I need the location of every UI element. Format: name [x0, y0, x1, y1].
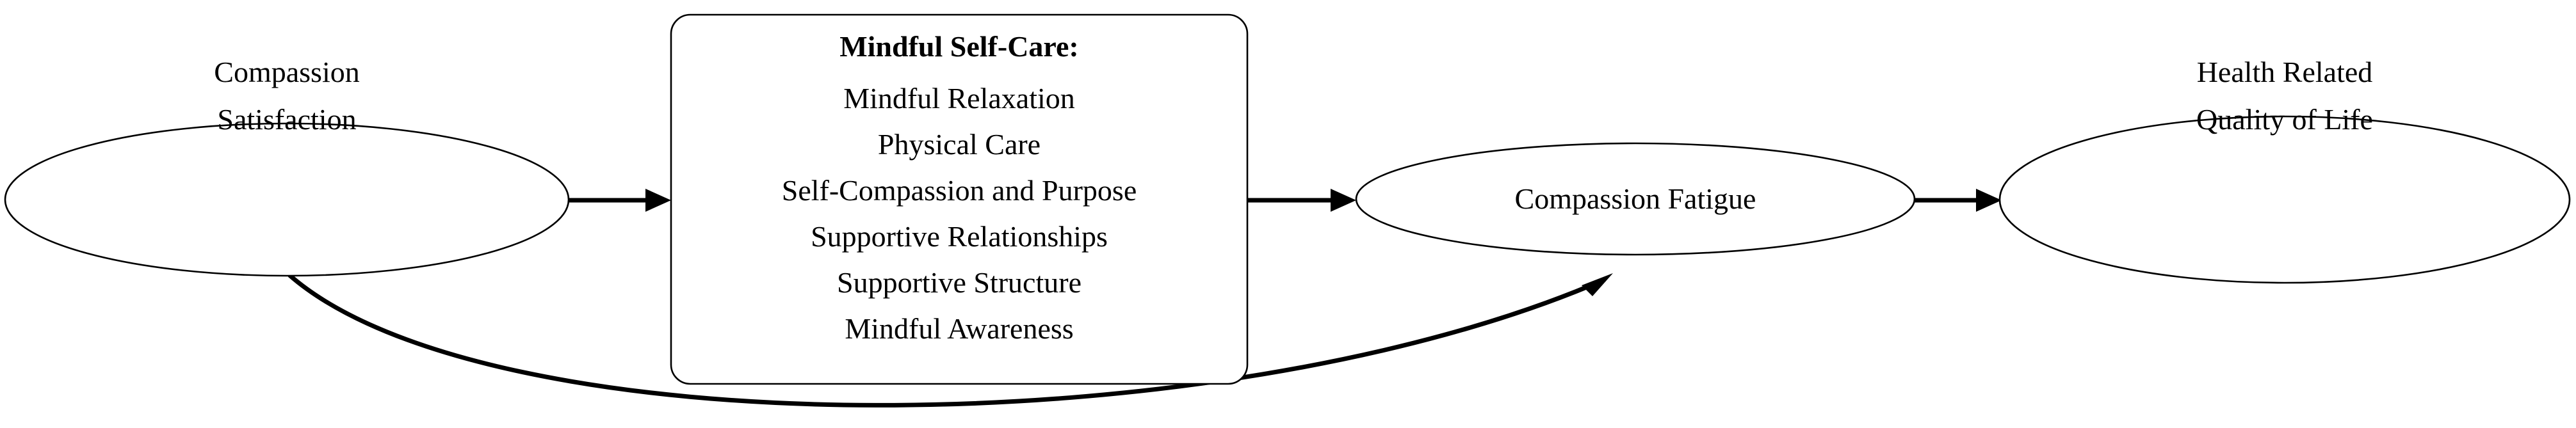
- node-label-compassion-fatigue: Compassion Fatigue: [1515, 182, 1756, 215]
- node-compassion-satisfaction[interactable]: Compassion Satisfaction: [4, 56, 570, 277]
- node-label-mindful-relaxation: Mindful Relaxation: [843, 82, 1075, 115]
- edge-curve-line: [288, 273, 1606, 408]
- node-label-line-2: Quality of Life: [2196, 103, 2373, 136]
- arrowhead-curve-to-compassion-fatigue: [1582, 273, 1613, 296]
- node-label-supportive-structure: Supportive Structure: [837, 266, 1081, 299]
- node-label-line-1: Health Related: [2197, 56, 2373, 88]
- ellipse-outline: [4, 122, 570, 277]
- arrowhead-to-health-related-quality-of-life: [1976, 189, 2002, 212]
- edge-compassion-satisfaction-to-compassion-fatigue: [288, 273, 1613, 408]
- node-compassion-fatigue[interactable]: Compassion Fatigue: [1355, 142, 1916, 256]
- edge-compassion-fatigue-to-health-related-quality-of-life: [1915, 189, 2002, 212]
- ellipse-outline: [1998, 115, 2571, 284]
- edge-compassion-satisfaction-to-mindful-self-care: [569, 189, 671, 212]
- node-label-supportive-relationships: Supportive Relationships: [811, 220, 1108, 253]
- node-label-line-1: Compassion: [214, 56, 359, 88]
- node-label-mindful-awareness: Mindful Awareness: [845, 312, 1073, 345]
- arrowhead-to-compassion-fatigue: [1331, 189, 1356, 212]
- rounded-rect-outline: [670, 13, 1249, 385]
- node-label-self-compassion-and-purpose: Self-Compassion and Purpose: [782, 174, 1137, 207]
- ellipse-outline: [1355, 142, 1916, 256]
- node-label-physical-care: Physical Care: [878, 128, 1041, 161]
- node-mindful-self-care[interactable]: Mindful Self-Care: Mindful Relaxation Ph…: [670, 13, 1249, 385]
- arrowhead-to-mindful-self-care: [645, 189, 671, 212]
- node-health-related-quality-of-life[interactable]: Health Related Quality of Life: [1998, 56, 2571, 284]
- edge-mindful-self-care-to-compassion-fatigue: [1247, 189, 1356, 212]
- node-heading-mindful-self-care: Mindful Self-Care:: [839, 30, 1079, 63]
- node-label-line-2: Satisfaction: [217, 103, 356, 136]
